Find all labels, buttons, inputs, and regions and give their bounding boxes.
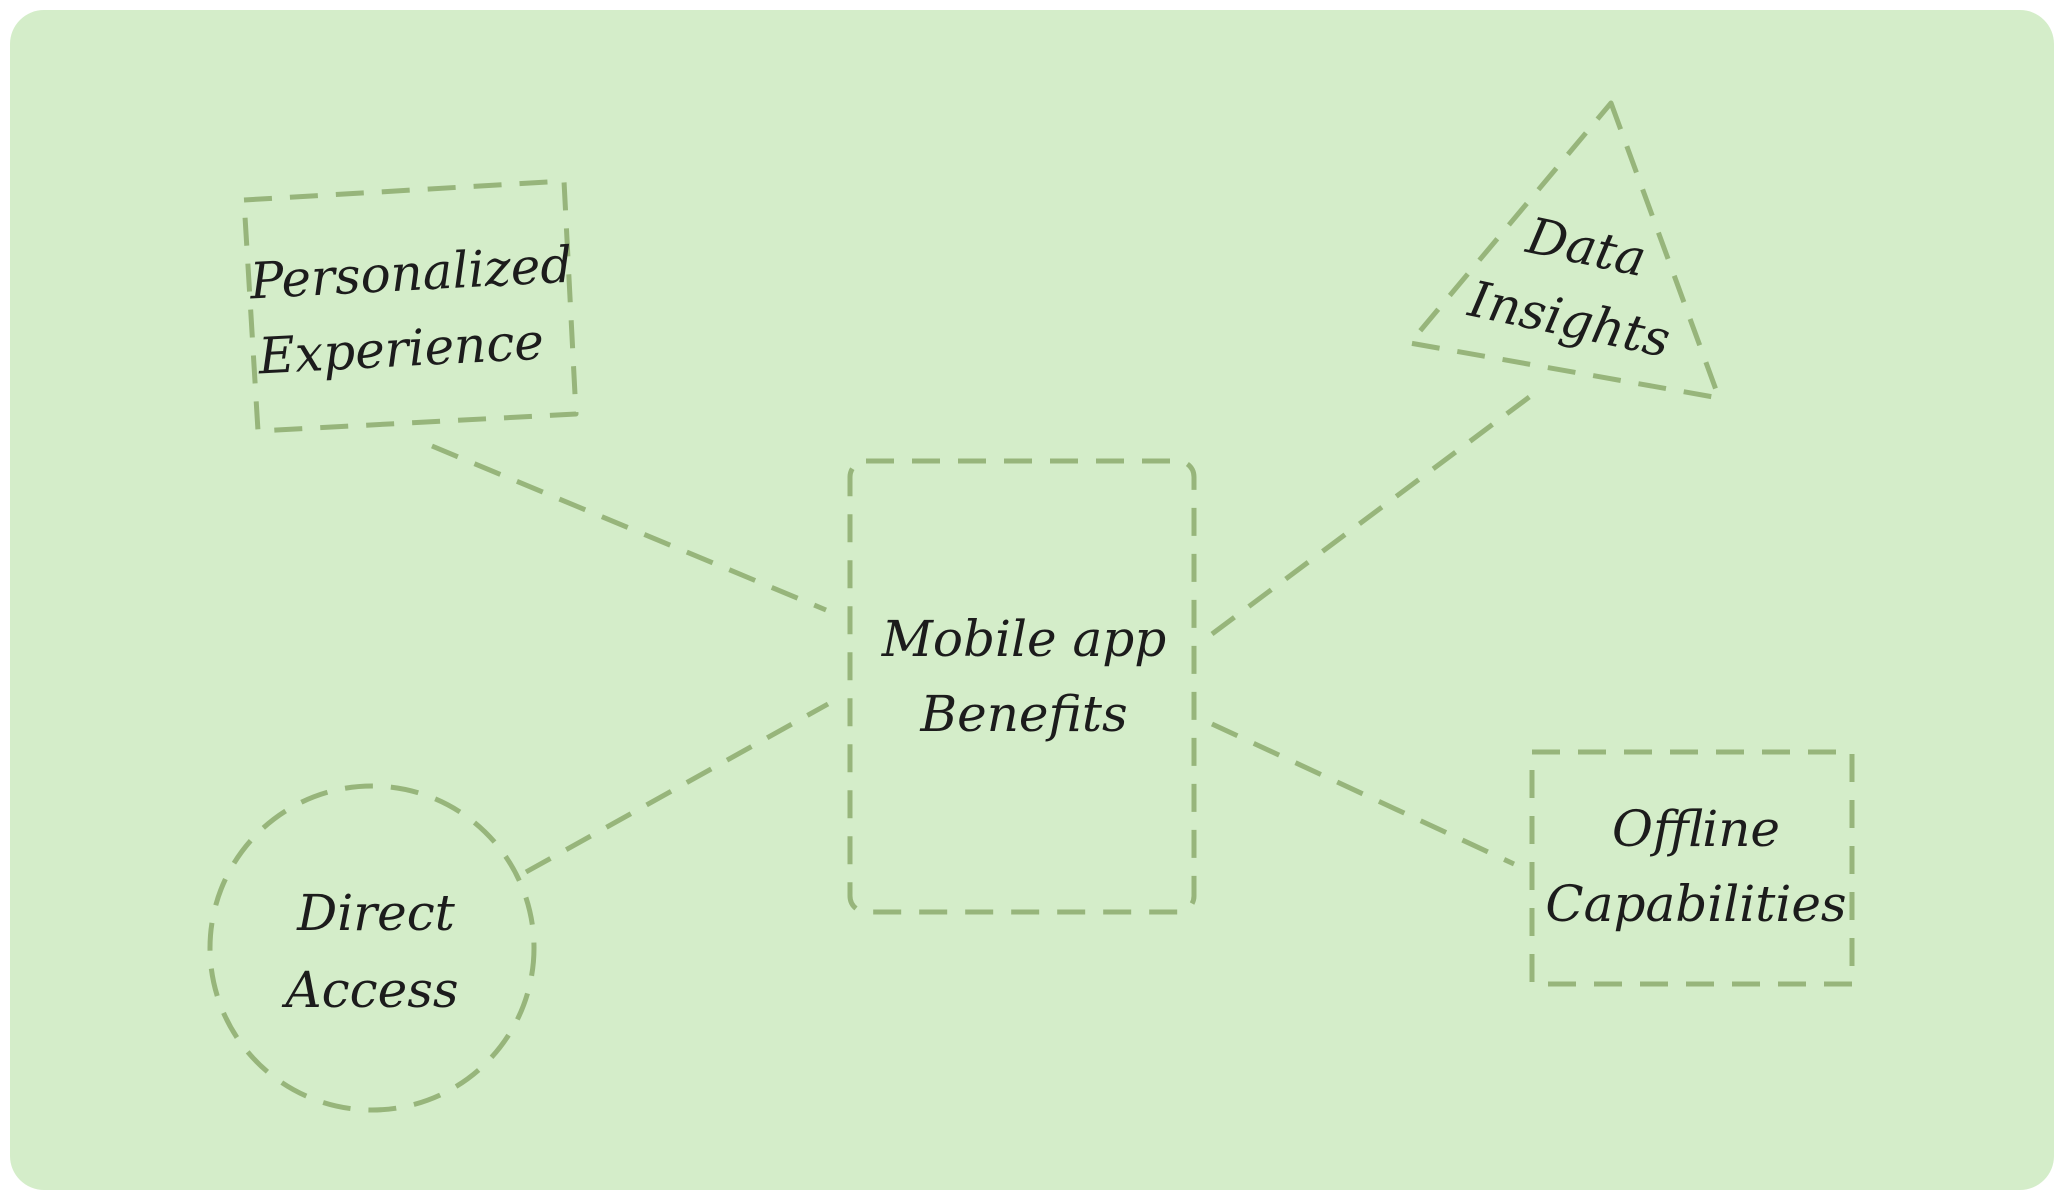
connector-data-insights	[1210, 389, 1538, 637]
node-direct-access-label-line1: Direct	[296, 884, 456, 942]
connector-offline-capabilities	[1210, 721, 1516, 867]
center-node-shape	[847, 458, 1197, 915]
background-panel	[10, 10, 2054, 1190]
node-offline-capabilities-label-line2: Capabilities	[1545, 875, 1846, 933]
node-personalized-experience[interactable]: Personalized Experience	[241, 178, 579, 434]
node-personalized-experience-shape	[241, 178, 579, 434]
connector-personalized-experience	[431, 443, 827, 613]
node-data-insights-shape	[1407, 100, 1722, 401]
node-offline-capabilities[interactable]: Offline Capabilities	[1529, 749, 1855, 987]
node-direct-access-label-line2: Access	[281, 961, 458, 1019]
connector-direct-access	[524, 701, 830, 875]
node-direct-access-shape	[207, 783, 537, 1113]
center-node-label-line1: Mobile app	[881, 610, 1167, 668]
center-node[interactable]: Mobile app Benefits	[847, 458, 1197, 915]
center-node-label-line2: Benefits	[919, 685, 1127, 743]
node-offline-capabilities-label-line1: Offline	[1612, 800, 1780, 858]
node-offline-capabilities-shape	[1529, 749, 1855, 987]
node-direct-access[interactable]: Direct Access	[207, 783, 537, 1113]
